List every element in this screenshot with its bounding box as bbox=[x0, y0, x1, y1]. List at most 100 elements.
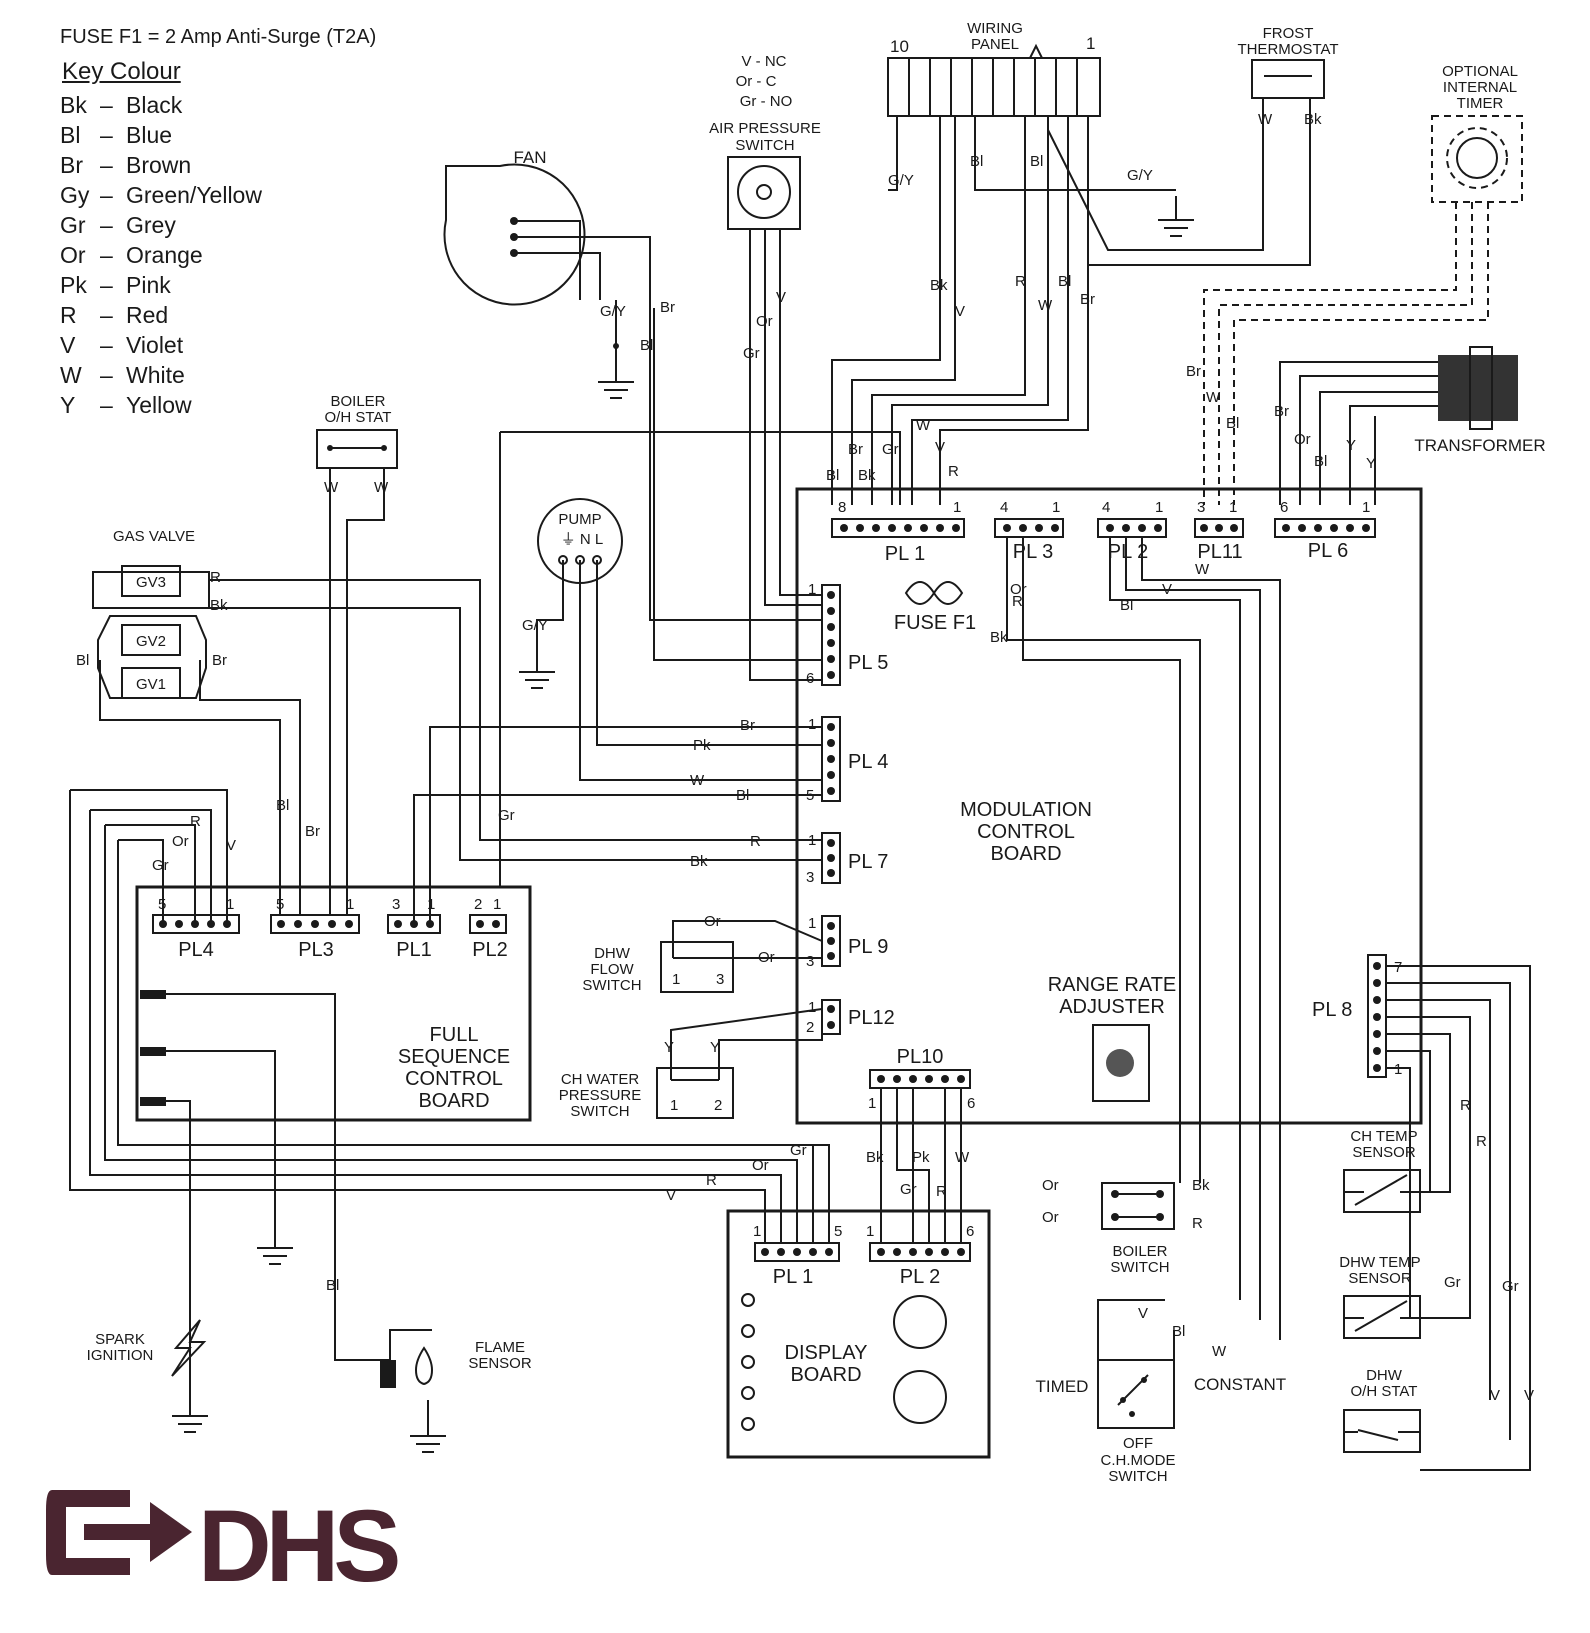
aps-label-2: SWITCH bbox=[735, 137, 794, 154]
svg-text:1: 1 bbox=[670, 1097, 678, 1114]
svg-text:Bl: Bl bbox=[276, 797, 289, 814]
mcb-pl9-label: PL 9 bbox=[848, 936, 888, 958]
svg-text:R: R bbox=[750, 833, 761, 850]
legend-colour-name: Green/Yellow bbox=[126, 182, 262, 208]
gv2-label: GV2 bbox=[136, 633, 166, 650]
legend-row-bl: Bl–Blue bbox=[60, 122, 172, 149]
legend-dash: – bbox=[100, 212, 113, 238]
svg-text:2: 2 bbox=[474, 896, 482, 913]
svg-text:W: W bbox=[1212, 1343, 1227, 1360]
svg-text:Bl: Bl bbox=[970, 153, 983, 170]
fan-label: FAN bbox=[513, 148, 546, 167]
range-rate-adjuster[interactable] bbox=[1092, 1024, 1150, 1102]
dhs-logo bbox=[46, 1490, 192, 1575]
svg-text:Bk: Bk bbox=[1192, 1177, 1210, 1194]
svg-text:3: 3 bbox=[392, 896, 400, 913]
legend-dash: – bbox=[100, 242, 113, 268]
mcb-pl5-label: PL 5 bbox=[848, 652, 888, 674]
legend-colour-name: Black bbox=[126, 92, 183, 118]
svg-text:R: R bbox=[1460, 1097, 1471, 1114]
legend-code: Gy bbox=[60, 182, 90, 208]
svg-text:W: W bbox=[916, 417, 931, 434]
svg-text:V: V bbox=[935, 439, 945, 456]
fscb-terminal-3 bbox=[140, 1097, 166, 1106]
svg-text:Bk: Bk bbox=[866, 1149, 884, 1166]
svg-text:2: 2 bbox=[806, 1019, 814, 1036]
display-knob-2[interactable] bbox=[893, 1370, 947, 1424]
transformer bbox=[1438, 346, 1518, 430]
svg-text:4: 4 bbox=[1102, 499, 1110, 516]
gv3-label: GV3 bbox=[136, 574, 166, 591]
boiler-stat-label-2: O/H STAT bbox=[325, 409, 392, 426]
fscb-pl1-label: PL1 bbox=[396, 939, 432, 961]
svg-text:7: 7 bbox=[1394, 959, 1402, 976]
fuse-note: FUSE F1 = 2 Amp Anti-Surge (T2A) bbox=[60, 26, 377, 48]
wiring-panel bbox=[887, 43, 1101, 117]
svg-text:1: 1 bbox=[808, 716, 816, 733]
svg-text:V: V bbox=[226, 837, 236, 854]
svg-text:1: 1 bbox=[866, 1223, 874, 1240]
legend-code: Br bbox=[60, 152, 83, 178]
legend-colour-name: Yellow bbox=[126, 392, 192, 418]
ch-water-label-3: SWITCH bbox=[570, 1103, 629, 1120]
timed-label: TIMED bbox=[1036, 1377, 1089, 1396]
legend-colour-name: Brown bbox=[126, 152, 192, 178]
legend-colour-name: Grey bbox=[126, 212, 176, 238]
svg-text:1: 1 bbox=[808, 999, 816, 1016]
svg-text:Bl: Bl bbox=[1120, 597, 1133, 614]
boiler-switch[interactable] bbox=[1101, 1182, 1175, 1230]
svg-text:Or: Or bbox=[752, 1157, 769, 1174]
svg-text:G/Y: G/Y bbox=[1127, 167, 1153, 184]
svg-text:Or: Or bbox=[756, 313, 773, 330]
svg-text:Gr: Gr bbox=[152, 857, 169, 874]
svg-text:Bl: Bl bbox=[1058, 273, 1071, 290]
dhw-flow-label-2: FLOW bbox=[590, 961, 634, 978]
gv1-label: GV1 bbox=[136, 676, 166, 693]
svg-text:Or: Or bbox=[172, 833, 189, 850]
svg-text:Bl: Bl bbox=[1314, 453, 1327, 470]
svg-text:Y: Y bbox=[1346, 437, 1356, 454]
ch-mode-switch[interactable] bbox=[1097, 1359, 1175, 1429]
svg-text:G/Y: G/Y bbox=[522, 617, 548, 634]
svg-text:6: 6 bbox=[966, 1223, 974, 1240]
legend-row-or: Or–Orange bbox=[60, 242, 203, 269]
svg-text:V: V bbox=[1524, 1387, 1534, 1404]
full-sequence-control-board bbox=[135, 885, 532, 1122]
svg-text:V: V bbox=[1138, 1305, 1148, 1322]
mcb-pl3-label: PL 3 bbox=[1013, 541, 1053, 563]
adjuster-knob-icon[interactable] bbox=[1106, 1049, 1134, 1077]
mcb-pl11-label: PL11 bbox=[1197, 541, 1242, 563]
mcb-pl10-label: PL10 bbox=[897, 1046, 944, 1068]
svg-text:Or: Or bbox=[1294, 431, 1311, 448]
mcb-pl7-label: PL 7 bbox=[848, 851, 888, 873]
display-pl2-label: PL 2 bbox=[900, 1266, 940, 1288]
svg-text:6: 6 bbox=[806, 670, 814, 687]
svg-text:Bl: Bl bbox=[1172, 1323, 1185, 1340]
svg-text:Y: Y bbox=[710, 1039, 720, 1056]
svg-text:3: 3 bbox=[716, 971, 724, 988]
svg-text:5: 5 bbox=[834, 1223, 842, 1240]
legend-colour-name: White bbox=[126, 362, 185, 388]
fscb-label-3: CONTROL bbox=[405, 1068, 503, 1090]
svg-text:3: 3 bbox=[806, 953, 814, 970]
svg-text:R: R bbox=[1476, 1133, 1487, 1150]
svg-text:Bl: Bl bbox=[1226, 415, 1239, 432]
ch-mode-label: C.H.MODE bbox=[1101, 1452, 1176, 1469]
legend-code: Or bbox=[60, 242, 86, 268]
ch-water-pressure-switch bbox=[656, 1067, 734, 1119]
svg-text:G/Y: G/Y bbox=[600, 303, 626, 320]
svg-text:Gr: Gr bbox=[1502, 1278, 1519, 1295]
timer-label-3: TIMER bbox=[1457, 95, 1504, 112]
svg-text:Bl: Bl bbox=[640, 337, 653, 354]
legend-code: Gr bbox=[60, 212, 86, 238]
svg-text:Bk: Bk bbox=[930, 277, 948, 294]
display-knob-1[interactable] bbox=[893, 1295, 947, 1349]
svg-text:1: 1 bbox=[226, 896, 234, 913]
mcb-label-1: MODULATION bbox=[960, 799, 1092, 821]
fscb-pl3-label: PL3 bbox=[298, 939, 334, 961]
gas-valve-label: GAS VALVE bbox=[113, 528, 195, 545]
dhw-flow-label-3: SWITCH bbox=[582, 977, 641, 994]
